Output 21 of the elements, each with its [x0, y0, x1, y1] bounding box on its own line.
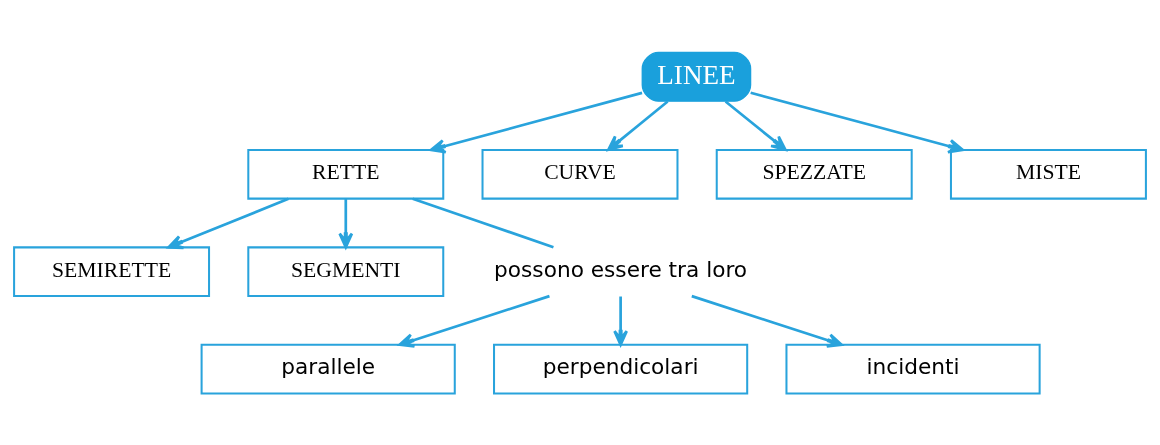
connector [412, 196, 554, 248]
arrow [429, 91, 643, 154]
node-box: incidenti [785, 343, 1041, 395]
node-box: LINEE [641, 51, 752, 102]
arrow [724, 100, 787, 151]
node-box: perpendicolari [493, 343, 749, 395]
arrow [691, 294, 843, 348]
node-box: RETTE [247, 148, 445, 200]
node-text: possono essere tra loro [494, 256, 748, 282]
arrow [607, 100, 669, 151]
arrow [167, 197, 289, 249]
node-box: CURVE [481, 148, 679, 200]
arrow [750, 90, 964, 154]
arrow [398, 294, 550, 348]
node-box: SEGMENTI [247, 245, 445, 297]
node-box: parallele [200, 343, 456, 395]
node-box: SPEZZATE [715, 148, 913, 200]
arrow [338, 198, 354, 249]
node-box: SEMIRETTE [13, 245, 211, 297]
arrow [613, 296, 629, 346]
node-box: MISTE [949, 148, 1147, 200]
